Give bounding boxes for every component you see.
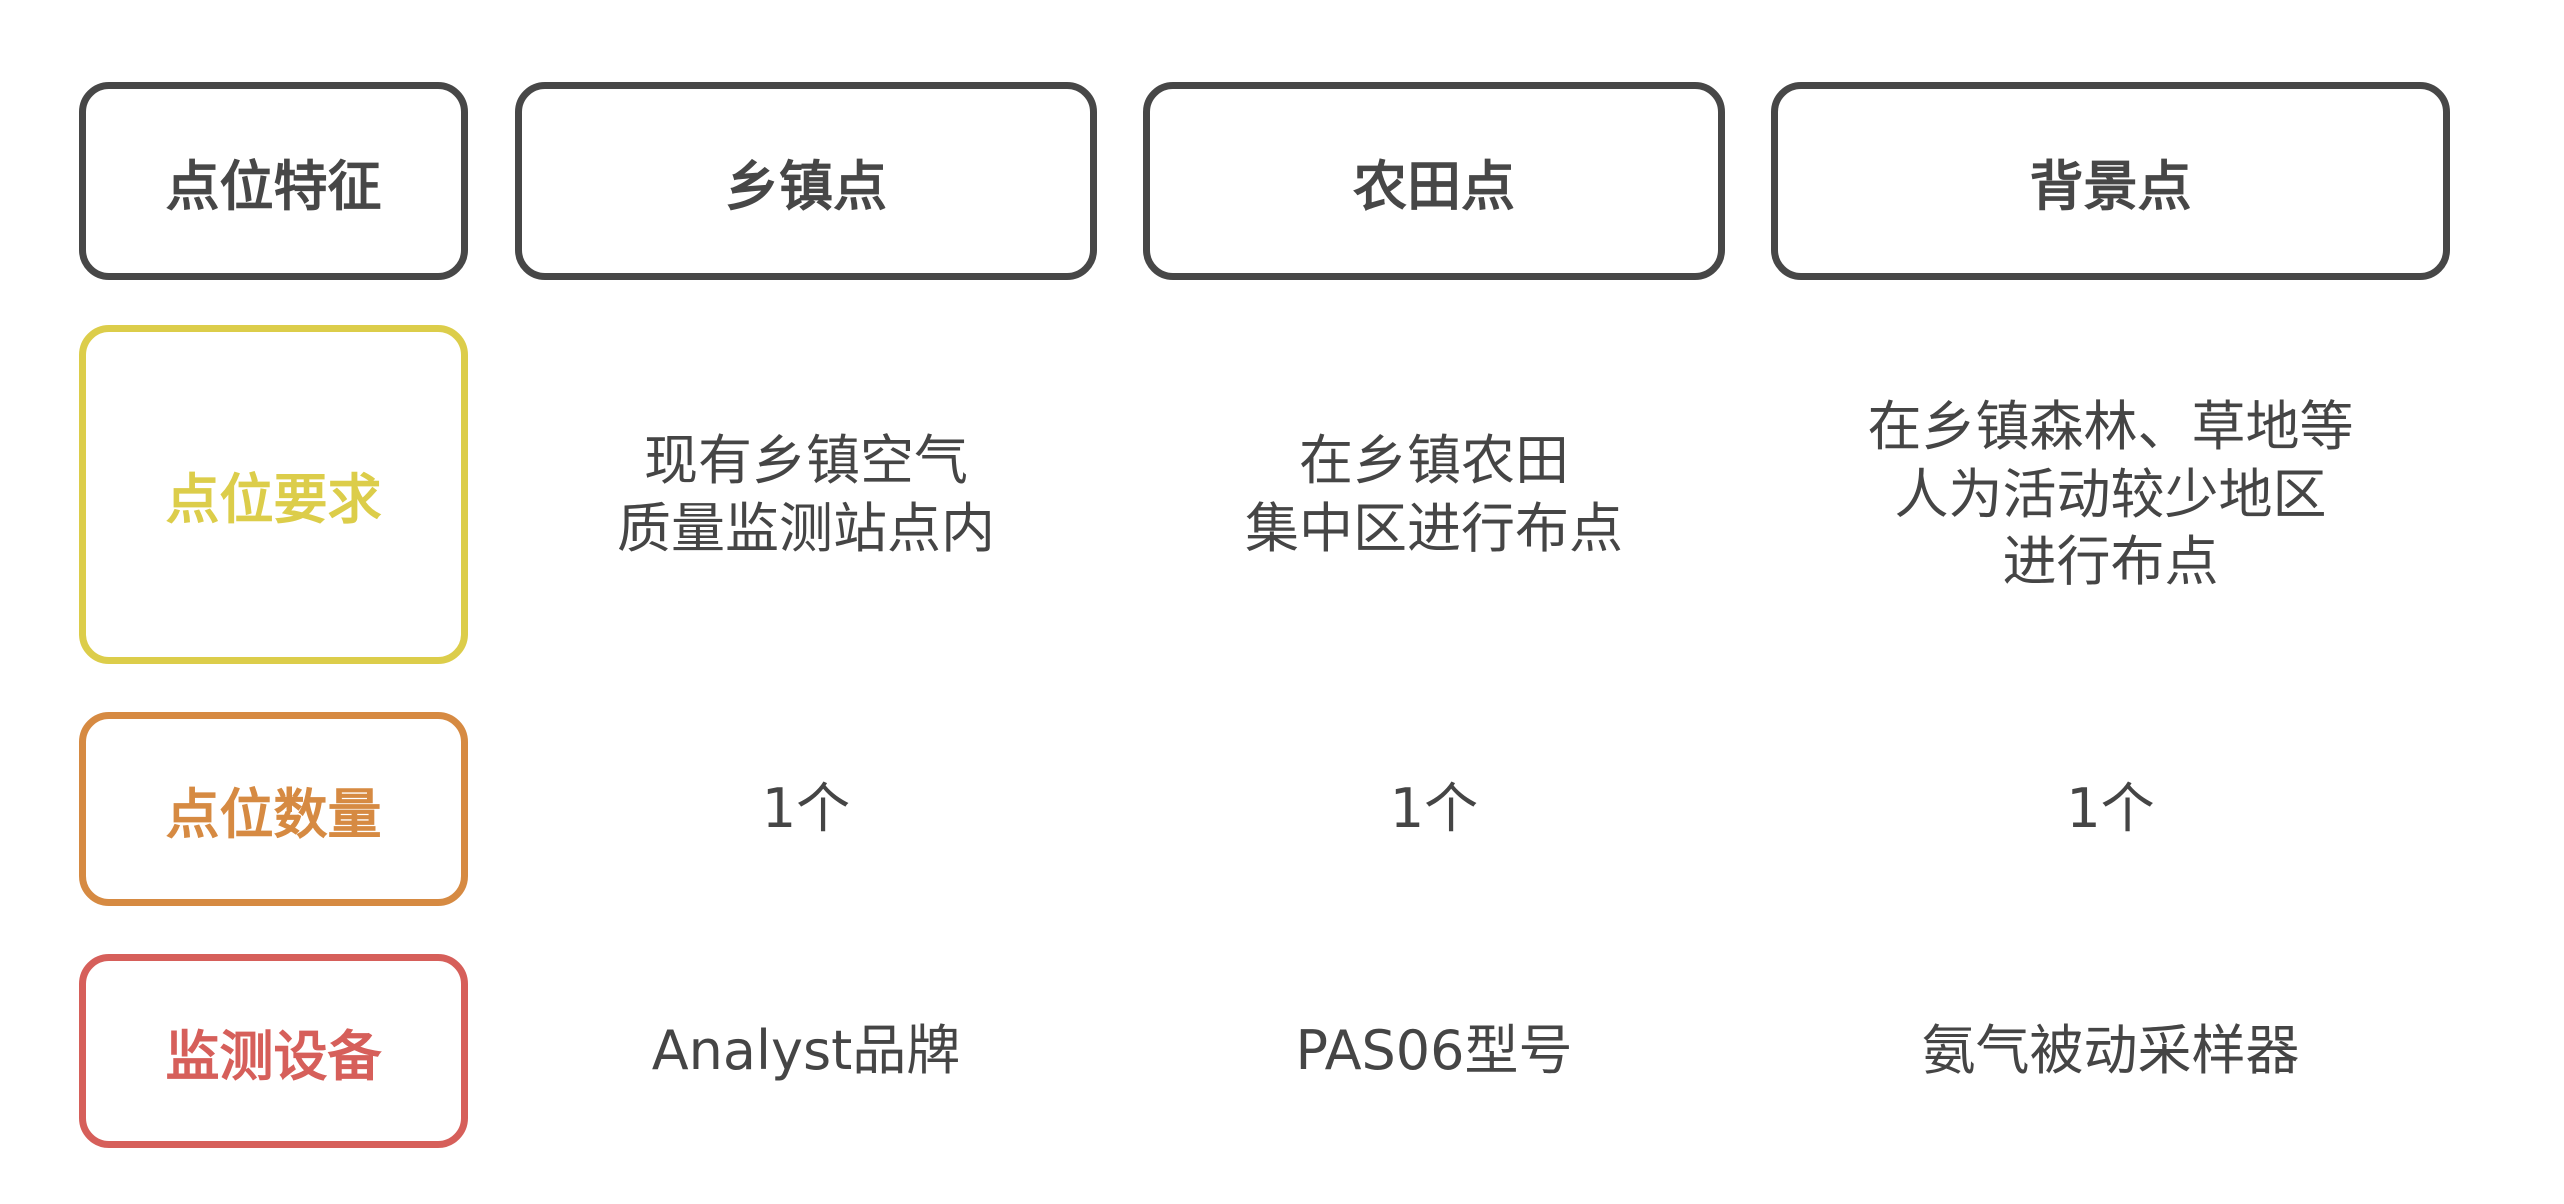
header-column-township: 乡镇点 [515,82,1097,280]
cell-text-line: 人为活动较少地区 [1894,462,2327,526]
row-label: 点位要求 [165,468,382,531]
cell-text-line: 1个 [2066,777,2155,841]
cell-text-line: 集中区进行布点 [1245,496,1623,560]
column-title: 背景点 [2029,154,2192,218]
row-label: 点位数量 [165,782,382,846]
table-cell: Analyst品牌 [515,954,1097,1148]
column-title: 农田点 [1353,154,1515,218]
table-cell: 1个 [1771,712,2450,906]
cell-text-line: Analyst品牌 [651,1019,961,1083]
row-label-box: 点位数量 [79,712,468,906]
table-cell: 在乡镇森林、草地等人为活动较少地区进行布点 [1771,325,2450,664]
table-cell: PAS06型号 [1143,954,1725,1148]
cell-text-line: 1个 [761,777,851,841]
row-label: 监测设备 [165,1024,382,1088]
column-title: 乡镇点 [725,154,887,218]
cell-text-line: 在乡镇森林、草地等 [1867,395,2354,459]
table-cell: 1个 [515,712,1097,906]
cell-text-line: 质量监测站点内 [617,496,995,560]
header-label-box: 点位特征 [79,82,468,280]
cell-text-line: 氨气被动采样器 [1921,1019,2300,1083]
table-cell: 在乡镇农田集中区进行布点 [1143,325,1725,664]
cell-text-line: 在乡镇农田 [1299,429,1569,492]
row-label-box: 点位要求 [79,325,468,664]
table-cell: 氨气被动采样器 [1771,954,2450,1148]
cell-text-line: 现有乡镇空气 [644,429,968,492]
table-cell: 1个 [1143,712,1725,906]
cell-text-line: 1个 [1389,777,1479,841]
row-label-box: 监测设备 [79,954,468,1148]
header-column-background: 背景点 [1771,82,2450,280]
cell-text-line: 进行布点 [2002,530,2219,594]
header-label: 点位特征 [165,154,382,218]
cell-text-line: PAS06型号 [1295,1019,1573,1083]
header-column-farmland: 农田点 [1143,82,1725,280]
table-cell: 现有乡镇空气质量监测站点内 [515,325,1097,664]
